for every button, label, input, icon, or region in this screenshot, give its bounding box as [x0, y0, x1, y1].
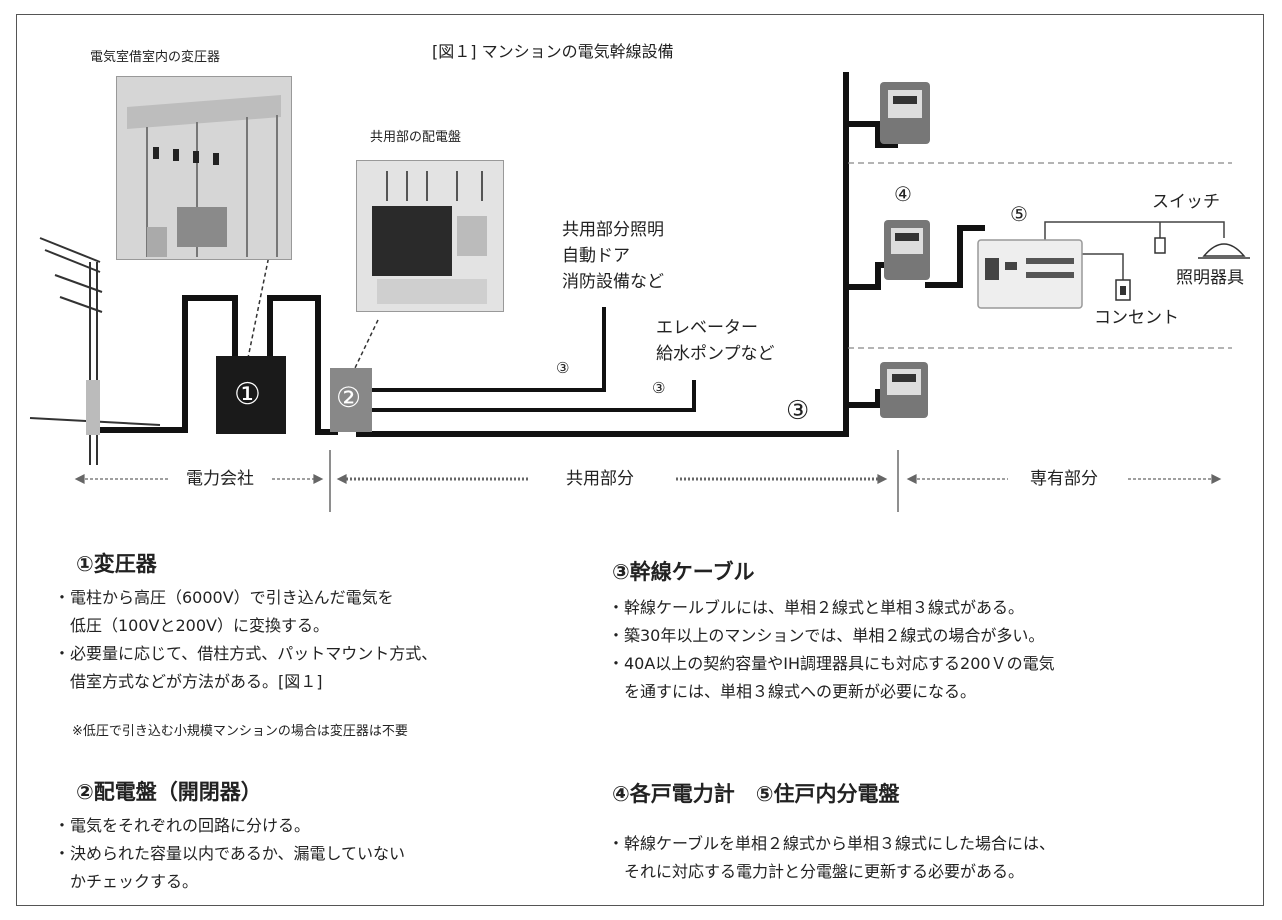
distribution-panel-box [330, 368, 372, 432]
list-item: ・幹線ケールブルには、単相２線式と単相３線式がある。 [608, 598, 1025, 617]
cable-mark-1: ③ [556, 359, 570, 377]
subpanel-icon [977, 239, 1083, 309]
list-item: ・決められた容量以内であるか、漏電していない かチェックする。 [54, 844, 406, 891]
cable-mark-2: ③ [652, 379, 666, 397]
section-transformer-list: ・電柱から高圧（6000V）で引き込んだ電気を 低圧（100Vと200V）に変換… [54, 584, 437, 696]
figure-frame [16, 14, 1264, 906]
distribution-panel-photo [356, 160, 504, 312]
lamp-icon [1198, 243, 1250, 259]
list-item: ・必要量に応じて、借柱方式、パットマウント方式、 借室方式などが方法がある。[図… [54, 644, 438, 691]
section-panel-title: ②配電盤（開閉器） [76, 780, 262, 804]
transformer-number: ① [234, 377, 261, 412]
trunk-cable-mark: ③ [786, 396, 810, 426]
outlet-icon [1115, 279, 1131, 301]
section-trunk-cable-list: ・幹線ケールブルには、単相２線式と単相３線式がある。 ・築30年以上のマンション… [608, 594, 1055, 706]
auto-door-label: 自動ドア [562, 246, 630, 266]
floor-dividers [848, 162, 1232, 349]
section-transformer-note: ※低圧で引き込む小規模マンションの場合は変圧器は不要 [72, 724, 408, 739]
transformer-room-photo [116, 76, 292, 260]
meter-icon [880, 362, 928, 418]
meter-icon [880, 82, 930, 144]
transformer-box [216, 356, 286, 434]
zone-arrows [74, 474, 1222, 484]
list-item: ・40A以上の契約容量やIH調理器具にも対応する200Ｖの電気 を通すには、単相… [608, 654, 1055, 701]
pole-cable-sleeve [86, 380, 100, 435]
switch-label: スイッチ [1152, 192, 1220, 212]
lighting-fixture-label: 照明器具 [1176, 268, 1244, 288]
water-pump-label: 給水ポンプなど [656, 344, 775, 364]
leader-lines [247, 162, 379, 369]
main-cable [100, 72, 985, 437]
elevator-label: エレベーター [656, 318, 758, 338]
section-meter-subpanel-title: ④各戸電力計 ⑤住戸内分電盤 [612, 782, 900, 806]
meter-icon [884, 220, 930, 280]
zone-private: 専有部分 [1030, 469, 1098, 489]
zone-common: 共用部分 [566, 469, 634, 489]
list-item: ・幹線ケーブルを単相２線式から単相３線式にした場合には、 それに対応する電力計と… [608, 834, 1056, 881]
branch-cables [372, 307, 696, 412]
section-trunk-cable-title: ③幹線ケーブル [612, 560, 755, 584]
section-meter-subpanel-list: ・幹線ケーブルを単相２線式から単相３線式にした場合には、 それに対応する電力計と… [608, 830, 1055, 886]
panel-photo-label: 共用部の配電盤 [370, 130, 462, 145]
fire-equipment-label: 消防設備など [562, 272, 664, 292]
zone-power-company: 電力会社 [186, 469, 254, 489]
section-transformer-title: ①変圧器 [76, 552, 157, 576]
switch-icon [1154, 237, 1166, 254]
transformer-room-photo-graphic [117, 77, 291, 259]
list-item: ・築30年以上のマンションでは、単相２線式の場合が多い。 [608, 626, 1045, 645]
distribution-panel-photo-graphic [357, 161, 503, 311]
transformer-room-photo-label: 電気室借室内の変圧器 [90, 50, 221, 65]
list-item: ・電気をそれぞれの回路に分ける。 [54, 816, 311, 835]
zone-dividers [329, 450, 899, 512]
common-lighting-label: 共用部分照明 [562, 220, 664, 240]
panel-number: ② [336, 381, 362, 414]
outlet-label: コンセント [1094, 308, 1179, 328]
list-item: ・電柱から高圧（6000V）で引き込んだ電気を 低圧（100Vと200V）に変換… [54, 588, 394, 635]
meter-mark: ④ [894, 182, 912, 206]
subpanel-mark: ⑤ [1010, 202, 1028, 226]
figure-title: [図１] マンションの電気幹線設備 [432, 42, 674, 61]
section-panel-list: ・電気をそれぞれの回路に分ける。 ・決められた容量以内であるか、漏電していない … [54, 812, 405, 896]
